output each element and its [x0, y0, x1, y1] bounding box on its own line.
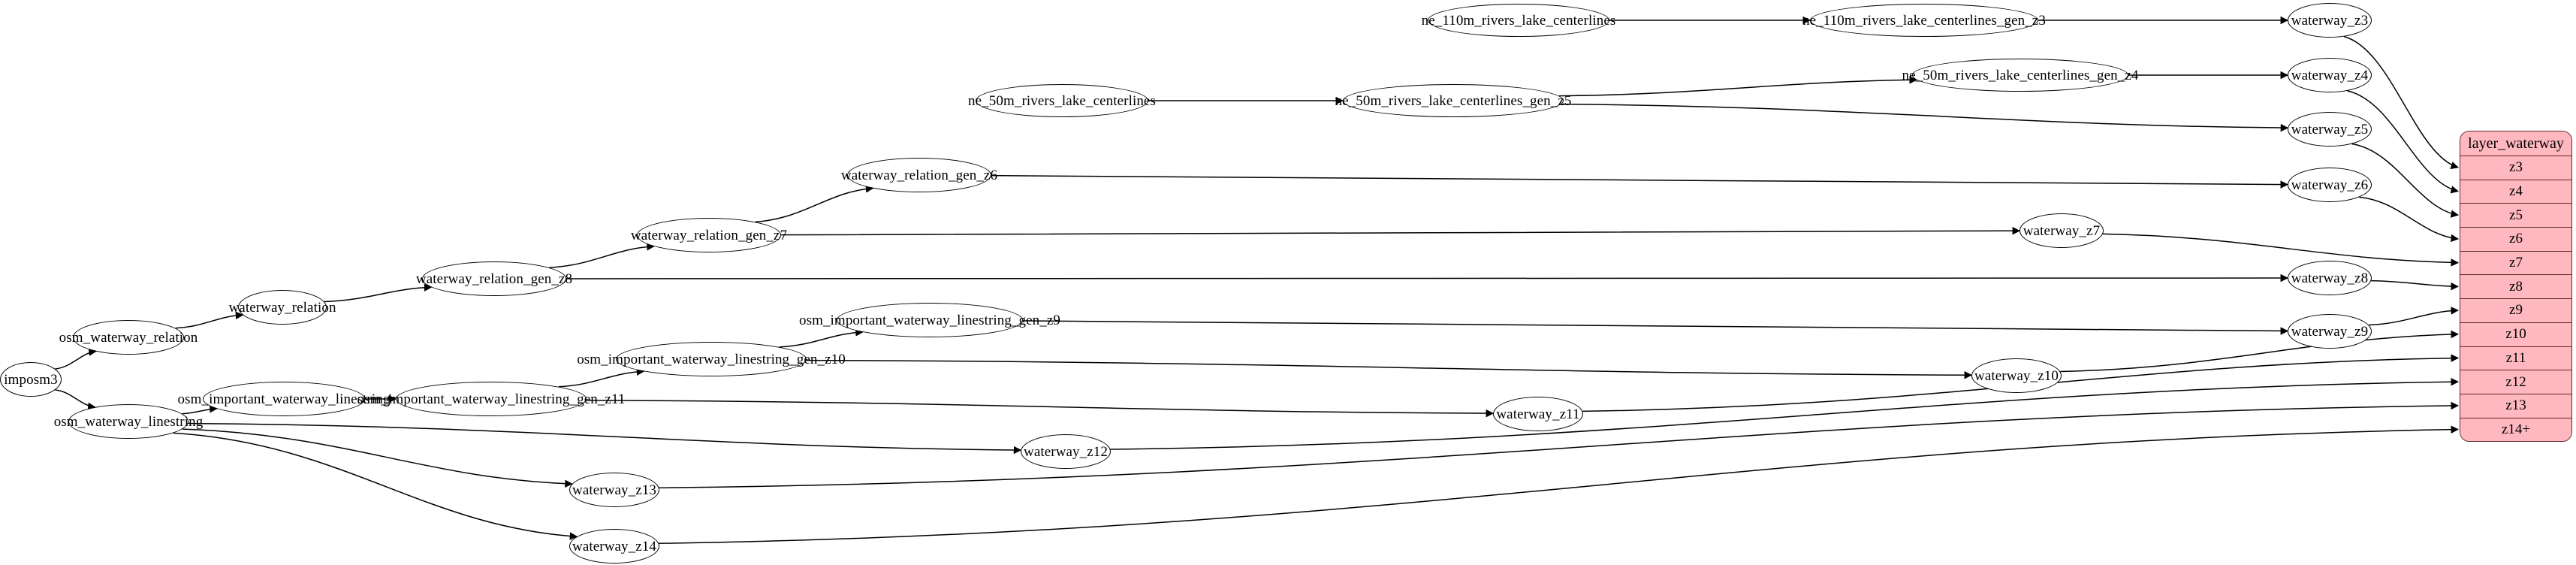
- record-row-z6[interactable]: z6: [2460, 228, 2571, 252]
- graph-edge: [659, 425, 2460, 545]
- graph-edge: [991, 174, 2289, 189]
- graph-node-waterway_z4[interactable]: waterway_z4: [2288, 58, 2372, 92]
- graph-node-label: waterway_z11: [1496, 406, 1580, 422]
- graph-node-label: ne_110m_rivers_lake_centerlines: [1421, 12, 1616, 29]
- graph-edge: [55, 348, 97, 370]
- record-row-z9[interactable]: z9: [2460, 299, 2571, 323]
- graph-edge: [173, 432, 578, 540]
- graph-node-waterway_z6[interactable]: waterway_z6: [2288, 168, 2372, 202]
- graph-edge: [1110, 378, 2460, 450]
- graph-node-osm_important_waterway_linestring[interactable]: osm_important_waterway_linestring: [178, 382, 390, 416]
- graph-node-waterway_z3[interactable]: waterway_z3: [2288, 3, 2372, 38]
- graph-edge: [2343, 35, 2460, 170]
- graph-node-label: waterway_relation_gen_z6: [840, 167, 998, 183]
- graph-node-waterway_relation[interactable]: waterway_relation: [228, 290, 336, 325]
- record-row-z8[interactable]: z8: [2460, 275, 2571, 300]
- graph-node-label: waterway_relation: [228, 299, 336, 316]
- graph-node-ne_50m_rivers_lake_centerlines_gen_z4[interactable]: ne_50m_rivers_lake_centerlines_gen_z4: [1902, 59, 2138, 92]
- graph-edge: [780, 226, 2021, 236]
- graph-edge: [586, 400, 1495, 418]
- graph-node-label: waterway_z6: [2291, 177, 2369, 193]
- graph-node-ne_50m_rivers_lake_centerlines[interactable]: ne_50m_rivers_lake_centerlines: [968, 84, 1156, 117]
- graph-node-label: osm_waterway_relation: [59, 329, 198, 346]
- graph-node-waterway_z10[interactable]: waterway_z10: [1971, 358, 2062, 393]
- graph-edge: [558, 367, 645, 388]
- graph-edge: [1558, 76, 1917, 97]
- graph-node-imposm3[interactable]: imposm3: [0, 362, 62, 397]
- graph-node-osm_waterway_relation[interactable]: osm_waterway_relation: [59, 320, 198, 355]
- graph-node-label: ne_110m_rivers_lake_centerlines_gen_z3: [1802, 12, 2046, 29]
- graph-node-waterway_z12[interactable]: waterway_z12: [1021, 434, 1111, 469]
- graph-node-label: waterway_relation_gen_z8: [415, 270, 573, 287]
- record-row-z11[interactable]: z11: [2460, 346, 2571, 371]
- graph-edge: [175, 311, 244, 329]
- graph-node-label: waterway_z9: [2291, 323, 2369, 340]
- graph-node-waterway_z14[interactable]: waterway_z14: [569, 529, 659, 563]
- graph-edge: [2371, 279, 2460, 291]
- graph-edge: [549, 243, 655, 268]
- graph-node-waterway_z9[interactable]: waterway_z9: [2288, 314, 2372, 349]
- graph-node-waterway_z5[interactable]: waterway_z5: [2288, 112, 2372, 147]
- graph-node-label: ne_50m_rivers_lake_centerlines: [968, 92, 1156, 109]
- record-row-z7[interactable]: z7: [2460, 251, 2571, 276]
- graph-node-waterway_z7[interactable]: waterway_z7: [2019, 213, 2104, 248]
- graph-node-waterway_z13[interactable]: waterway_z13: [569, 473, 659, 507]
- graph-node-label: waterway_z5: [2291, 121, 2369, 137]
- graph-node-waterway_z8[interactable]: waterway_z8: [2288, 261, 2372, 295]
- graph-edge: [1561, 103, 2289, 132]
- record-row-z10[interactable]: z10: [2460, 322, 2571, 347]
- graph-node-label: waterway_z10: [1974, 367, 2059, 384]
- graph-node-label: ne_50m_rivers_lake_centerlines_gen_z4: [1902, 67, 2139, 83]
- graph-node-label: osm_waterway_linestring: [53, 413, 204, 430]
- graph-node-label: waterway_z13: [572, 482, 656, 498]
- graph-edge: [324, 283, 433, 303]
- graph-node-osm_important_waterway_linestring_gen_z9[interactable]: osm_important_waterway_linestring_gen_z9: [799, 303, 1060, 337]
- graph-node-ne_110m_rivers_lake_centerlines[interactable]: ne_110m_rivers_lake_centerlines: [1422, 4, 1615, 37]
- graph-edge: [2060, 330, 2460, 373]
- graph-node-osm_important_waterway_linestring_gen_z11[interactable]: osm_important_waterway_linestring_gen_z1…: [357, 382, 625, 416]
- graph-edge: [55, 389, 96, 411]
- graph-edge: [182, 428, 573, 488]
- graph-node-label: waterway_z8: [2291, 270, 2369, 286]
- graph-edge: [2359, 196, 2460, 243]
- graph-node-osm_important_waterway_linestring_gen_z10[interactable]: osm_important_waterway_linestring_gen_z1…: [577, 342, 846, 376]
- graph-edge: [2369, 307, 2460, 326]
- graph-node-osm_waterway_linestring[interactable]: osm_waterway_linestring: [54, 404, 203, 439]
- graph-edge: [755, 185, 874, 223]
- graph-node-label: osm_important_waterway_linestring_gen_z1…: [357, 391, 626, 407]
- graph-edge: [1022, 320, 2289, 335]
- record-row-z4[interactable]: z4: [2460, 180, 2571, 204]
- graph-node-label: waterway_z4: [2291, 67, 2369, 83]
- graph-edge: [182, 405, 218, 415]
- record-row-z5[interactable]: z5: [2460, 204, 2571, 228]
- graph-node-ne_110m_rivers_lake_centerlines_gen_z3[interactable]: ne_110m_rivers_lake_centerlines_gen_z3: [1802, 4, 2046, 37]
- graph-edge: [779, 328, 864, 348]
- graph-node-label: osm_important_waterway_linestring_gen_z9: [798, 312, 1061, 328]
- graph-node-waterway_relation_gen_z6[interactable]: waterway_relation_gen_z6: [841, 158, 997, 192]
- graph-node-waterway_relation_gen_z8[interactable]: waterway_relation_gen_z8: [416, 261, 572, 296]
- record-row-z14+[interactable]: z14+: [2460, 418, 2571, 441]
- record-node-title: layer_waterway: [2460, 131, 2571, 156]
- graph-node-label: imposm3: [4, 371, 58, 388]
- graph-node-label: waterway_relation_gen_z7: [630, 227, 788, 243]
- graph-node-label: waterway_z14: [572, 538, 656, 554]
- graph-edge: [188, 422, 1022, 455]
- graph-node-label: ne_50m_rivers_lake_centerlines_gen_z5: [1335, 92, 1572, 109]
- graph-edge: [2102, 233, 2460, 267]
- graph-node-label: waterway_z7: [2022, 222, 2101, 239]
- graph-node-waterway_z11[interactable]: waterway_z11: [1493, 397, 1583, 431]
- graph-edge: [566, 273, 2289, 282]
- graph-node-ne_50m_rivers_lake_centerlines_gen_z5[interactable]: ne_50m_rivers_lake_centerlines_gen_z5: [1335, 84, 1571, 117]
- graph-node-label: waterway_z12: [1024, 443, 1108, 460]
- record-row-z3[interactable]: z3: [2460, 156, 2571, 180]
- record-row-z12[interactable]: z12: [2460, 370, 2571, 394]
- graph-node-label: osm_important_waterway_linestring_gen_z1…: [577, 351, 846, 367]
- graph-node-label: osm_important_waterway_linestring: [177, 391, 391, 407]
- graph-node-label: waterway_z3: [2291, 12, 2369, 29]
- graph-node-waterway_relation_gen_z7[interactable]: waterway_relation_gen_z7: [631, 218, 787, 252]
- graph-edge: [806, 359, 1973, 379]
- record-row-z13[interactable]: z13: [2460, 394, 2571, 418]
